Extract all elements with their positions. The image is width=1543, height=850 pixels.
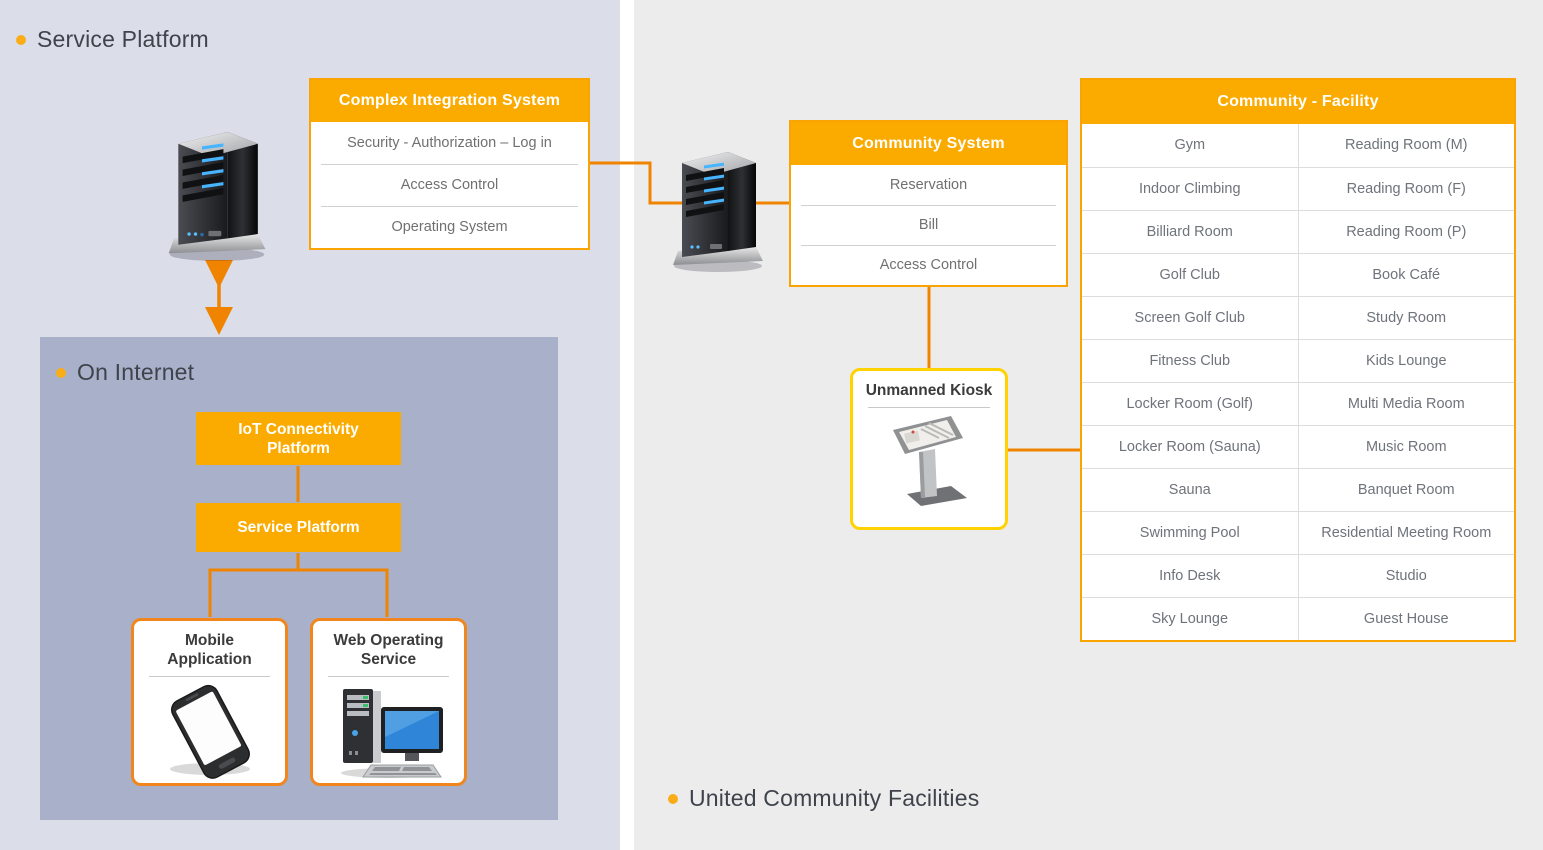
facility-cell: Swimming Pool — [1139, 525, 1240, 541]
on-internet-panel: On Internet — [40, 337, 558, 820]
table-row: Sky Lounge Guest House — [1082, 597, 1514, 640]
facility-cell: Multi Media Room — [1297, 383, 1515, 425]
system-box-row: Reservation — [889, 177, 968, 193]
table-row: Gym Reading Room (M) — [1082, 124, 1514, 167]
bullet-icon — [56, 367, 66, 378]
facility-cell: Kids Lounge — [1297, 340, 1515, 382]
system-box-row: Bill — [791, 205, 1066, 245]
facility-cell: Sky Lounge — [1151, 611, 1229, 627]
web-operating-service-title: Web Operating Service — [333, 632, 444, 668]
facility-cell: Banquet Room — [1297, 469, 1515, 511]
table-row: Locker Room (Sauna) Music Room — [1082, 425, 1514, 468]
kiosk-icon — [853, 412, 1005, 508]
table-row: Sauna Banquet Room — [1082, 468, 1514, 511]
unmanned-kiosk-title: Unmanned Kiosk — [865, 382, 993, 399]
facility-cell: Reading Room (F) — [1297, 168, 1515, 210]
community-server-icon — [673, 152, 763, 272]
table-row: Fitness Club Kids Lounge — [1082, 339, 1514, 382]
divider — [149, 676, 270, 677]
desktop-computer-icon — [313, 681, 464, 781]
service-platform-title-text: Service Platform — [37, 26, 209, 52]
divider — [868, 407, 990, 408]
facility-cell: Sauna — [1168, 482, 1211, 498]
community-system-header: Community System — [791, 122, 1066, 165]
mobile-application-title: Mobile Application — [167, 632, 252, 668]
facility-cell: Golf Club — [1159, 267, 1220, 283]
complex-integration-system-header: Complex Integration System — [311, 80, 588, 122]
united-community-facilities-title: United Community Facilities — [668, 785, 979, 812]
on-internet-title: On Internet — [56, 359, 194, 386]
facility-cell: Study Room — [1297, 297, 1515, 339]
facility-cell: Residential Meeting Room — [1297, 512, 1515, 554]
system-box-row: Access Control — [791, 245, 1066, 285]
table-row: Billiard Room Reading Room (P) — [1082, 210, 1514, 253]
facility-cell: Locker Room (Sauna) — [1118, 439, 1261, 455]
facility-cell: Info Desk — [1159, 568, 1221, 584]
facility-cell: Billiard Room — [1146, 224, 1233, 240]
facility-cell: Fitness Club — [1149, 353, 1231, 369]
mobile-application-box: Mobile Application — [131, 618, 288, 786]
table-row: Swimming Pool Residential Meeting Room — [1082, 511, 1514, 554]
system-box-row: Access Control — [311, 164, 588, 206]
facility-cell: Guest House — [1297, 598, 1515, 640]
system-box-row: Security - Authorization – Log in — [347, 135, 552, 151]
service-platform-title: Service Platform — [16, 26, 209, 53]
table-row: Indoor Climbing Reading Room (F) — [1082, 167, 1514, 210]
service-platform-box: Service Platform — [196, 503, 401, 552]
table-row: Info Desk Studio — [1082, 554, 1514, 597]
united-community-facilities-text: United Community Facilities — [689, 785, 980, 811]
community-facility-header: Community - Facility — [1082, 80, 1514, 124]
divider — [328, 676, 449, 677]
facility-cell: Screen Golf Club — [1134, 310, 1245, 326]
table-row: Screen Golf Club Study Room — [1082, 296, 1514, 339]
web-operating-service-box: Web Operating Service — [310, 618, 467, 786]
facility-cell: Reading Room (P) — [1297, 211, 1515, 253]
facility-cell: Gym — [1174, 137, 1206, 153]
system-box-row: Operating System — [311, 206, 588, 248]
integration-server-icon — [168, 131, 266, 261]
facility-cell: Locker Room (Golf) — [1126, 396, 1253, 412]
facility-cell: Reading Room (M) — [1297, 124, 1515, 167]
unmanned-kiosk-box: Unmanned Kiosk — [850, 368, 1008, 530]
facility-cell: Book Café — [1297, 254, 1515, 296]
bullet-icon — [16, 34, 26, 45]
facility-cell: Indoor Climbing — [1138, 181, 1241, 197]
community-facility-table: Community - Facility Gym Reading Room (M)… — [1080, 78, 1516, 642]
smartphone-icon — [134, 681, 285, 781]
facility-cell: Music Room — [1297, 426, 1515, 468]
iot-connectivity-platform-box: IoT Connectivity Platform — [196, 412, 401, 465]
on-internet-title-text: On Internet — [77, 359, 195, 385]
complex-integration-system-box: Complex Integration System Security - Au… — [309, 78, 590, 250]
table-row: Golf Club Book Café — [1082, 253, 1514, 296]
table-row: Locker Room (Golf) Multi Media Room — [1082, 382, 1514, 425]
facility-cell: Studio — [1297, 555, 1515, 597]
bullet-icon — [668, 793, 678, 804]
community-system-box: Community System Reservation Bill Access… — [789, 120, 1068, 287]
